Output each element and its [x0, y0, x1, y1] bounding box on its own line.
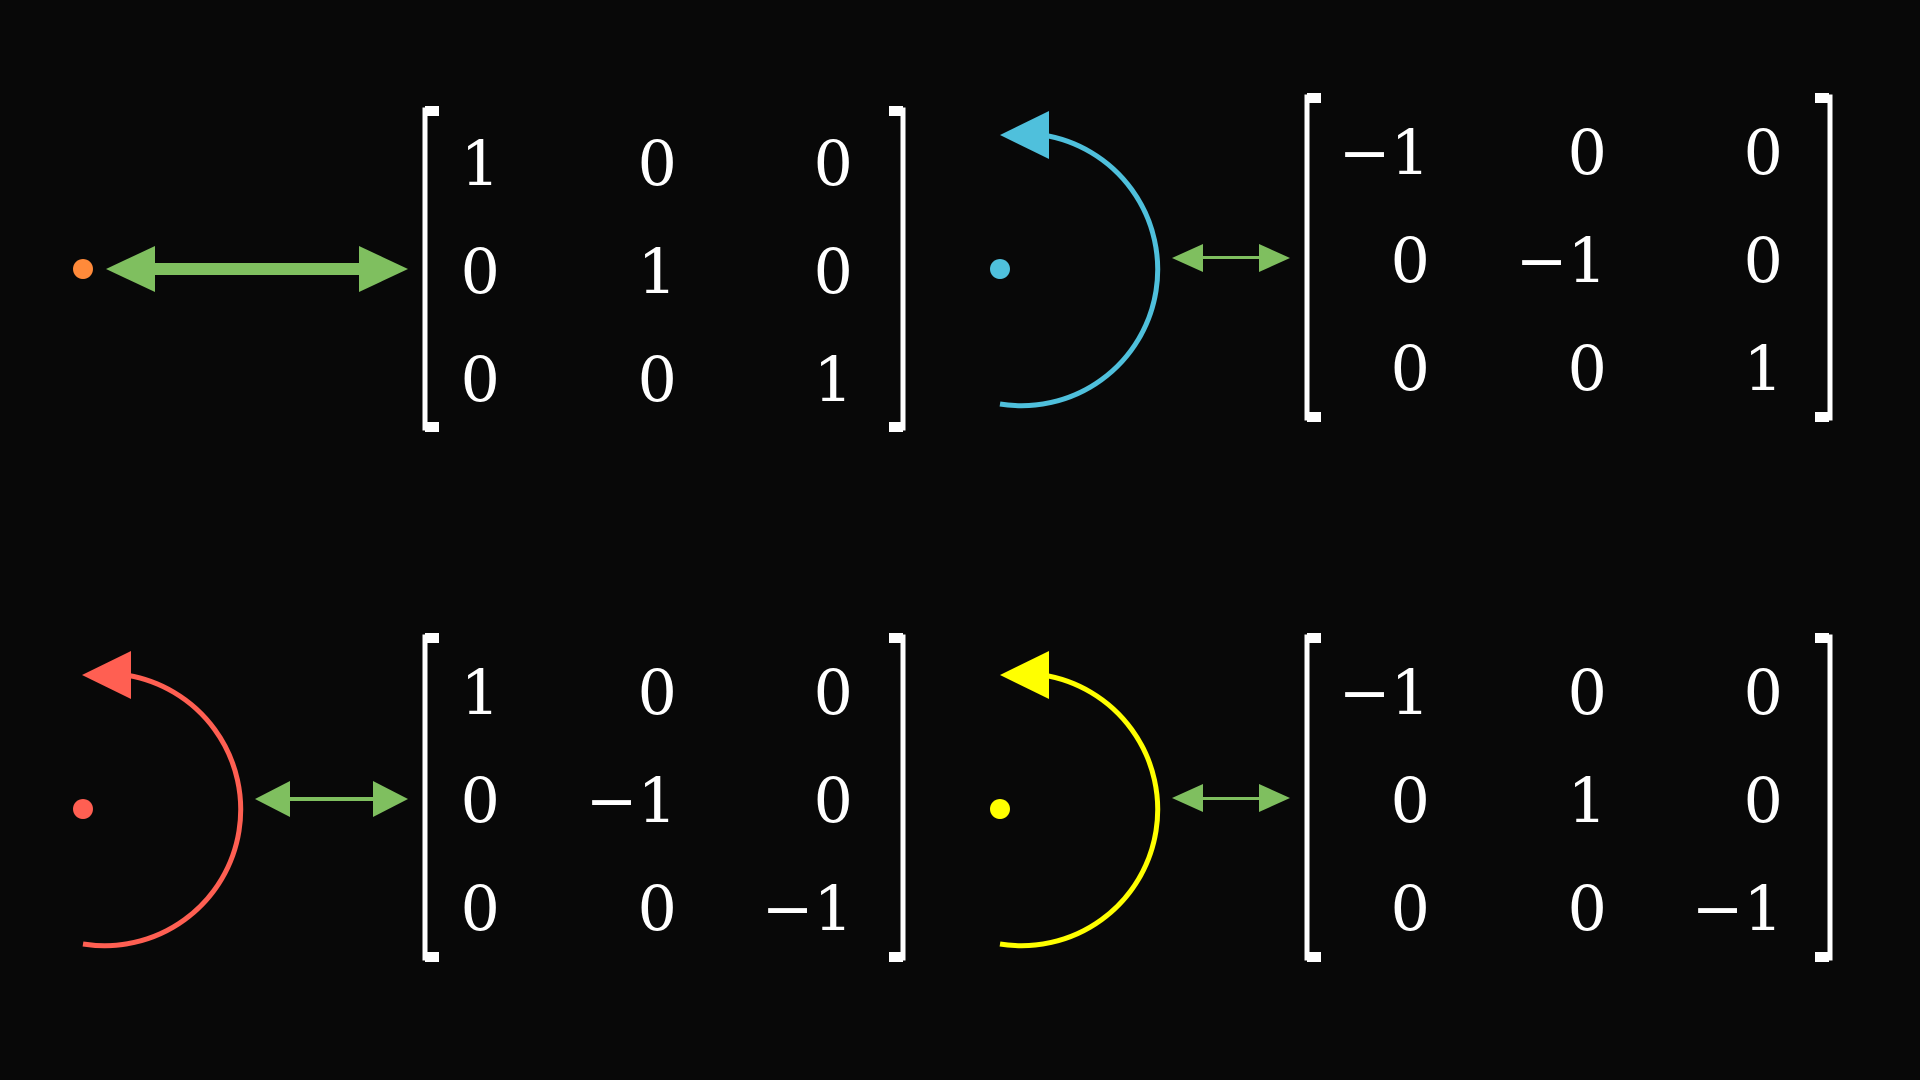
matrix-cell: −1	[1516, 224, 1607, 297]
matrix-cell: 0	[638, 343, 677, 416]
matrix-cell: 0	[1568, 332, 1607, 405]
matrix-cell: 0	[1568, 656, 1607, 729]
matrix-identity: 1 0 0 0 1 0 0 0 1	[422, 106, 906, 432]
half-turn-arrow-icon	[999, 651, 1161, 949]
panel-rotation-y: −1 0 0 0 1 0 0 0 −1	[990, 633, 1833, 962]
matrix-cell: 1	[814, 343, 853, 416]
matrix-rotation-z: −1 0 0 0 −1 0 0 0 1	[1304, 93, 1833, 422]
matrix-cell: 0	[814, 235, 853, 308]
matrix-cell: 0	[461, 235, 500, 308]
matrix-cell: 0	[1391, 332, 1430, 405]
panel-rotation-z: −1 0 0 0 −1 0 0 0 1	[990, 93, 1833, 422]
blue-dot	[990, 259, 1010, 279]
double-arrow-rotation-x	[255, 781, 408, 817]
matrix-cell: 0	[1744, 656, 1783, 729]
matrix-cell: 0	[638, 872, 677, 945]
matrix-cell: 0	[1391, 872, 1430, 945]
matrix-cell: −1	[1692, 872, 1783, 945]
double-arrow-identity	[106, 246, 408, 292]
matrix-cell: 0	[461, 343, 500, 416]
matrix-cell: −1	[762, 872, 853, 945]
double-arrow-rotation-y	[1172, 784, 1290, 812]
panel-identity: 1 0 0 0 1 0 0 0 1	[73, 106, 906, 432]
matrix-rotation-y: −1 0 0 0 1 0 0 0 −1	[1304, 633, 1833, 962]
matrix-cell: 0	[1744, 224, 1783, 297]
matrix-cell: 0	[638, 127, 677, 200]
matrix-cell: 0	[1568, 116, 1607, 189]
half-turn-arrow-icon	[82, 651, 244, 949]
red-dot	[73, 799, 93, 819]
matrix-cell: −1	[1339, 116, 1430, 189]
matrix-cell: −1	[586, 764, 677, 837]
matrix-cell: 0	[814, 764, 853, 837]
yellow-dot	[990, 799, 1010, 819]
orange-dot	[73, 259, 93, 279]
half-turn-arrow-icon	[999, 111, 1161, 409]
matrix-rotation-x: 1 0 0 0 −1 0 0 0 −1	[422, 633, 906, 962]
matrix-cell: 1	[1568, 764, 1607, 837]
matrix-cell: 1	[461, 127, 500, 200]
matrix-cell: 1	[1744, 332, 1783, 405]
double-arrow-rotation-z	[1172, 244, 1290, 272]
matrix-cell: 0	[1744, 116, 1783, 189]
matrix-cell: 0	[638, 656, 677, 729]
matrix-cell: 0	[1391, 224, 1430, 297]
matrix-cell: 0	[1568, 872, 1607, 945]
matrix-cell: 0	[1744, 764, 1783, 837]
matrix-cell: 0	[814, 656, 853, 729]
matrix-cell: −1	[1339, 656, 1430, 729]
matrix-cell: 0	[461, 764, 500, 837]
matrix-cell: 0	[461, 872, 500, 945]
matrix-cell: 1	[461, 656, 500, 729]
panel-rotation-x: 1 0 0 0 −1 0 0 0 −1	[73, 633, 906, 962]
matrix-cell: 1	[638, 235, 677, 308]
matrix-cell: 0	[1391, 764, 1430, 837]
matrix-cell: 0	[814, 127, 853, 200]
